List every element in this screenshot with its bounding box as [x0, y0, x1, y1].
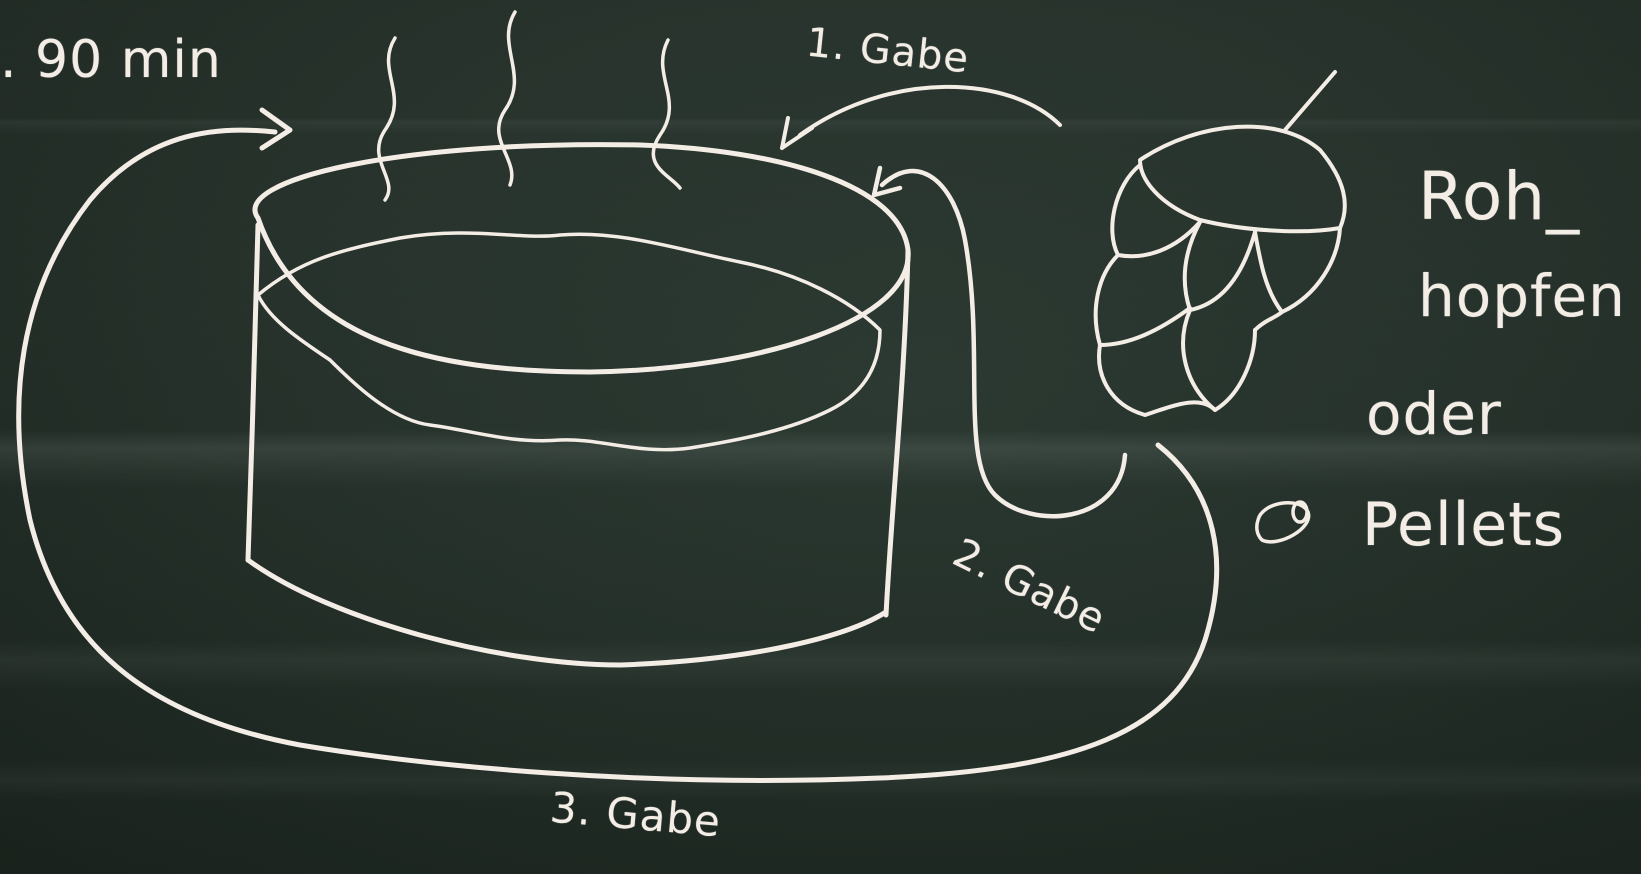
or-label: oder [1366, 380, 1502, 448]
brew-kettle-icon [248, 145, 908, 665]
arrow-icon [782, 87, 1060, 148]
raw-hops-label-1: Roh_ [1418, 158, 1580, 235]
raw-hops-label-2: hopfen [1418, 262, 1626, 330]
steam-icon [379, 12, 680, 200]
pellet-icon [1257, 502, 1309, 542]
pellets-label: Pellets [1362, 490, 1565, 560]
hop-cone-icon [1096, 72, 1345, 415]
boil-time-label: . 90 min [0, 30, 222, 90]
arrow-icon [874, 168, 1125, 516]
